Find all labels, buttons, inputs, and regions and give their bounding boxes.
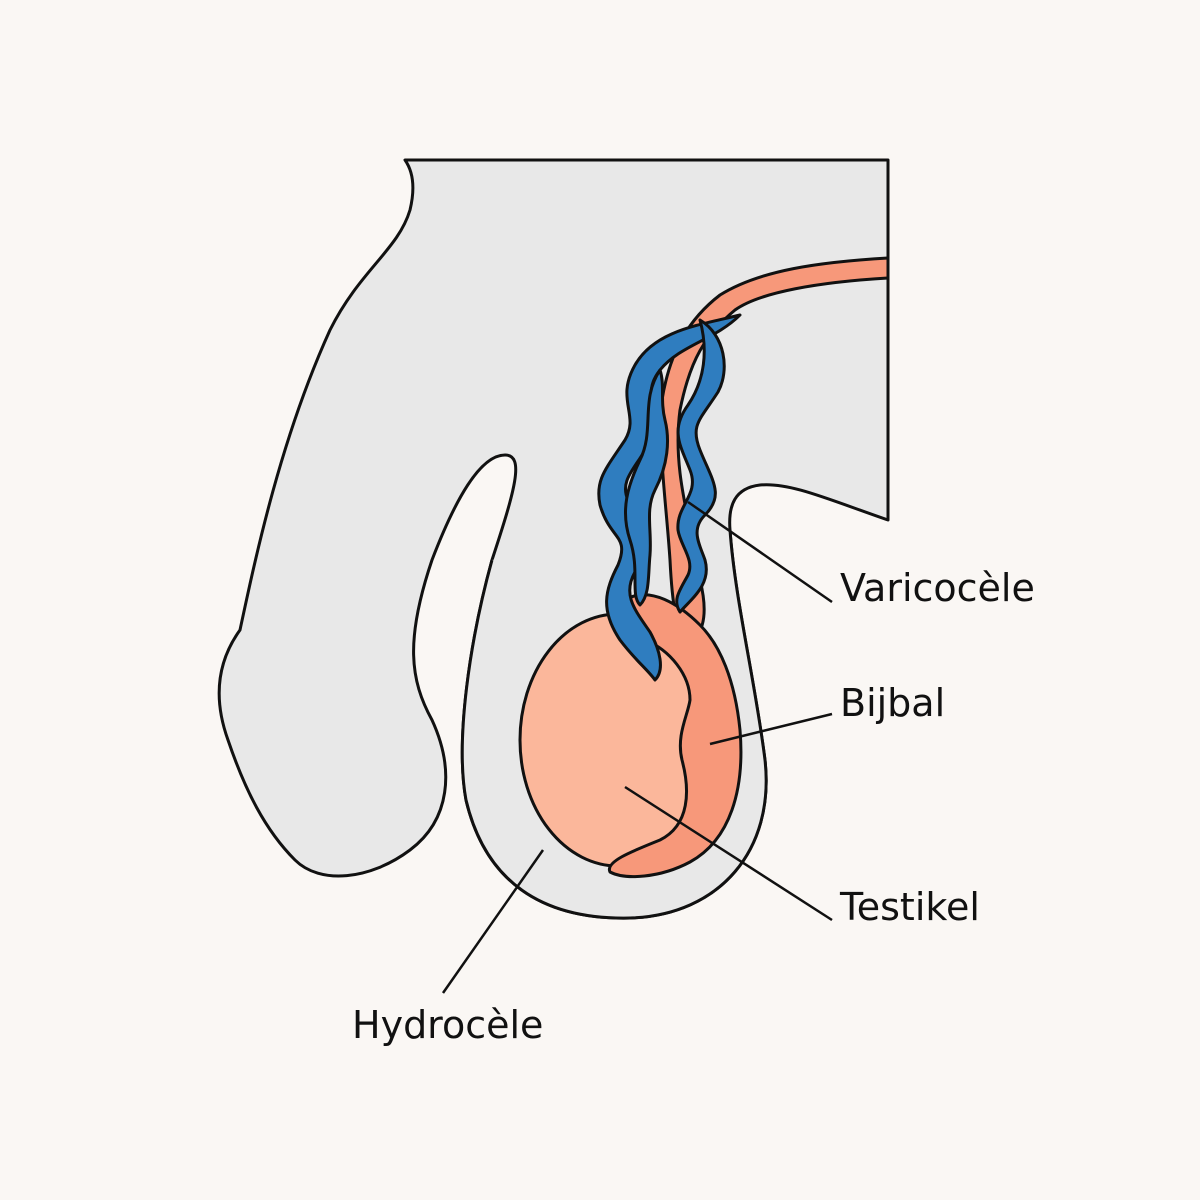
- hydrocele-leader: [441, 849, 545, 994]
- bijbal-leader: [709, 712, 833, 746]
- label-testikel: Testikel: [839, 885, 980, 929]
- label-hydrocele: Hydrocèle: [352, 1003, 543, 1047]
- varicocele-vein-3: [623, 368, 670, 607]
- label-varicocele: Varicocèle: [840, 566, 1035, 610]
- varicocele-vein-2: [675, 318, 726, 614]
- varicocele-leader: [687, 500, 833, 604]
- label-bijbal: Bijbal: [840, 681, 945, 725]
- epididymis: [607, 593, 743, 879]
- testikel-leader: [624, 785, 833, 922]
